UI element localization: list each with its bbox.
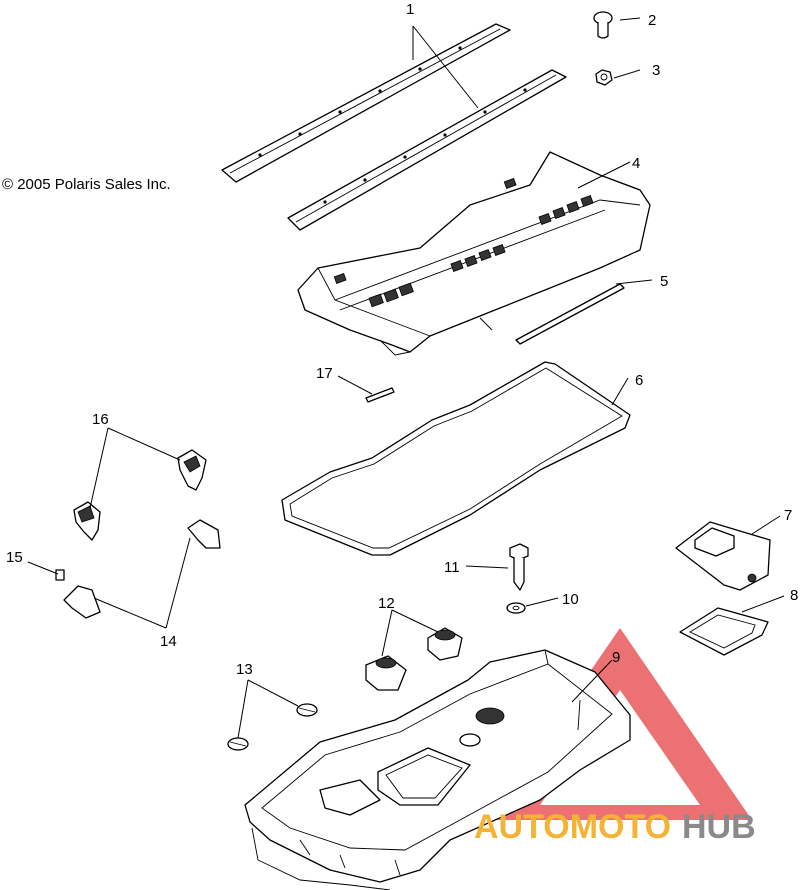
part-2-screw	[593, 11, 613, 39]
callout-5: 5	[660, 273, 668, 290]
part-4-panel	[297, 151, 651, 356]
callout-1: 1	[406, 1, 414, 18]
callout-17: 17	[316, 365, 333, 382]
callout-7: 7	[784, 507, 792, 524]
part-1-strips	[221, 23, 567, 231]
part-10-washer	[506, 602, 526, 614]
part-7-module	[675, 521, 771, 591]
part-9-base	[244, 649, 631, 890]
part-8-gasket	[679, 607, 769, 656]
copyright-notice: © 2005 Polaris Sales Inc.	[2, 176, 171, 193]
part-13-plugs	[227, 703, 318, 751]
callout-9: 9	[612, 649, 620, 666]
part-11-bolt	[509, 543, 529, 591]
callout-15: 15	[6, 549, 23, 566]
part-14-brackets	[63, 519, 221, 619]
callout-8: 8	[790, 587, 798, 604]
callout-13: 13	[236, 661, 253, 678]
part-3-nut	[595, 69, 613, 86]
callout-2: 2	[648, 12, 656, 29]
callout-6: 6	[635, 372, 643, 389]
callout-12: 12	[378, 595, 395, 612]
watermark-text-gray: HUB	[682, 808, 756, 846]
part-6-seal	[281, 361, 631, 556]
callout-3: 3	[652, 62, 660, 79]
part-12-knobs	[365, 627, 463, 691]
part-15-screw	[55, 569, 65, 581]
callout-16: 16	[92, 411, 109, 428]
part-5-rod	[515, 283, 625, 345]
callout-10: 10	[562, 591, 579, 608]
leader-lines	[27, 17, 785, 739]
watermark-text: AUTOMOTO HUB	[474, 808, 756, 846]
watermark-text-orange: AUTOMOTO	[474, 808, 671, 846]
part-17-pin	[365, 387, 395, 403]
callout-14: 14	[160, 633, 177, 650]
callout-4: 4	[632, 155, 640, 172]
part-16-clips	[73, 449, 207, 541]
callout-11: 11	[444, 559, 460, 576]
callout-labels: 1 2 3 4 5 6 7 8 9 10 11 12 13 14 15 16 1…	[6, 1, 798, 678]
